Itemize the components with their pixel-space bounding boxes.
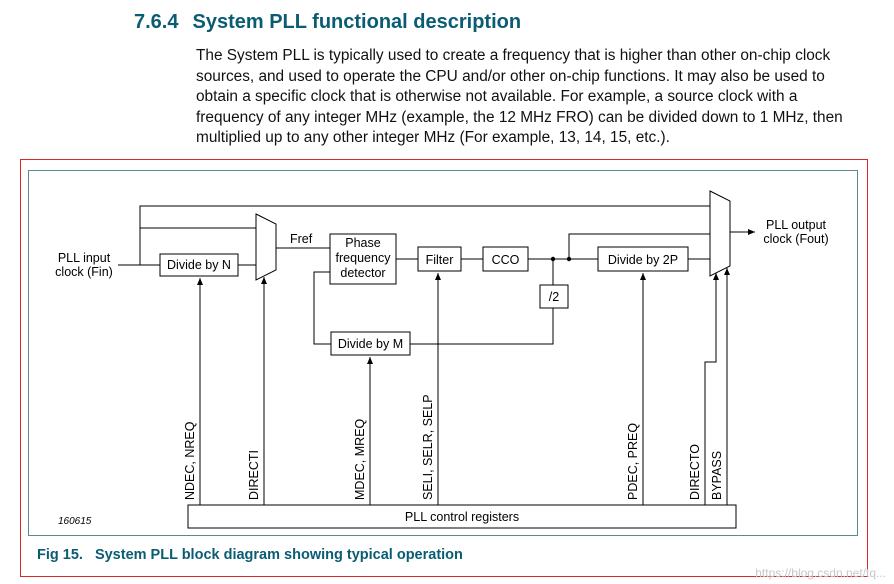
figure-id: 160615: [58, 516, 92, 527]
divide-n-block: [159, 253, 239, 277]
output-label-line1: PLL output: [766, 218, 827, 232]
figure-highlight-frame: [20, 159, 868, 577]
feedback-wire: [410, 308, 554, 345]
pfd-label-1: Phase: [345, 236, 380, 250]
divide-2p-block: [597, 246, 689, 272]
body-paragraph: The System PLL is typically used to crea…: [196, 47, 843, 147]
cco-block: [482, 246, 529, 272]
registers-block: [187, 504, 737, 529]
directo-label: DIRECTO: [688, 444, 702, 500]
pfd-label-3: detector: [340, 266, 385, 280]
sel-label: SELI, SELR, SELP: [421, 394, 435, 500]
divide-m-label: Divide by M: [338, 337, 403, 351]
pfd-label-2: frequency: [336, 251, 392, 265]
section-title: System PLL functional description: [192, 11, 522, 33]
registers-label: PLL control registers: [405, 510, 519, 524]
fref-label: Fref: [290, 232, 313, 246]
output-label-line2: clock (Fout): [763, 232, 828, 246]
figure-border: [28, 170, 858, 536]
ndec-label: NDEC, NREQ: [183, 421, 197, 500]
watermark: https://blog.csdn.net/tq...: [755, 566, 886, 580]
section-number: 7.6.4: [134, 11, 179, 33]
directo-arrow: [704, 273, 719, 505]
input-mux: [255, 213, 277, 281]
bypass-label: BYPASS: [710, 451, 724, 500]
input-label-line1: PLL input: [58, 251, 111, 265]
divide-m-block: [330, 331, 411, 356]
divide-2p-label: Divide by 2P: [608, 253, 678, 267]
cco-label: CCO: [492, 253, 520, 267]
output-mux: [709, 190, 731, 277]
section-heading: 7.6.4 System PLL functional description: [134, 11, 521, 34]
divide-n-label: Divide by N: [167, 258, 231, 272]
directi-label: DIRECTI: [247, 450, 261, 500]
div2-block: [539, 284, 569, 309]
pdec-label: PDEC, PREQ: [626, 423, 640, 500]
mdec-label: MDEC, MREQ: [353, 418, 367, 500]
figure-caption: Fig 15. System PLL block diagram showing …: [37, 547, 463, 563]
caption-text: System PLL block diagram showing typical…: [94, 547, 463, 563]
div2-label: /2: [549, 290, 559, 304]
caption-number: Fig 15.: [37, 547, 83, 563]
input-label-line2: clock (Fin): [55, 265, 113, 279]
bypass-wire: [139, 205, 710, 259]
filter-block: [417, 246, 462, 272]
pfd-block: [329, 233, 397, 285]
filter-label: Filter: [426, 253, 454, 267]
